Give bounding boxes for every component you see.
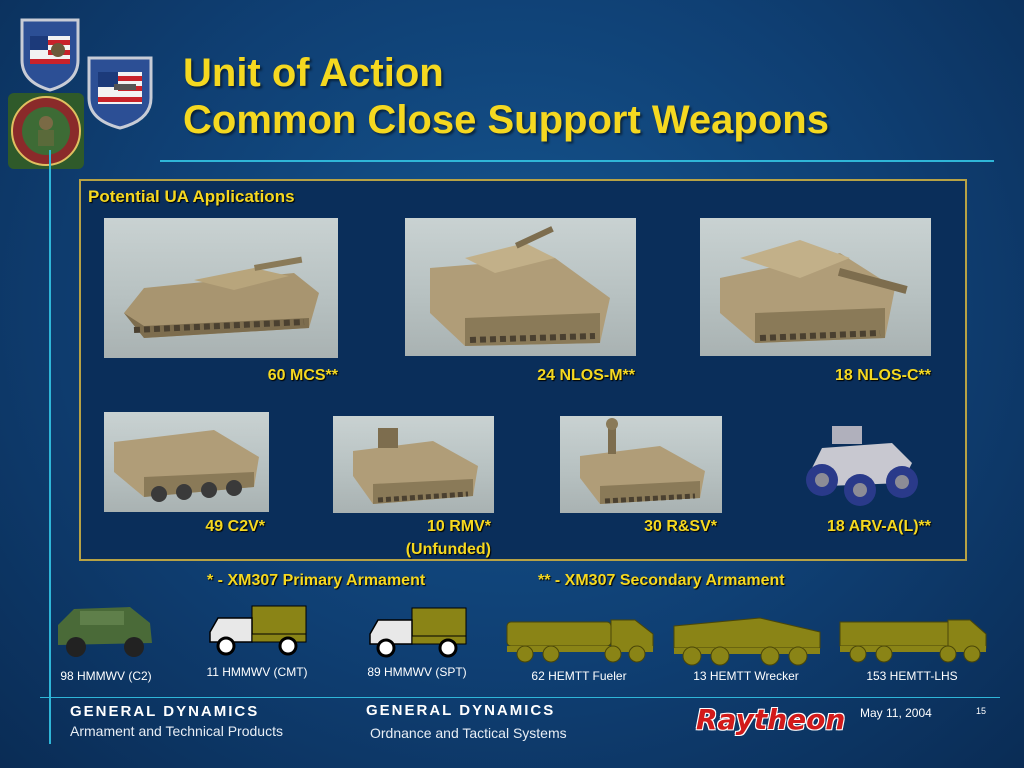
project-manager-soldier-weapons-icon <box>8 93 84 169</box>
vehicle-label-nlos-m: 24 NLOS-M** <box>537 367 635 384</box>
gd-logo-ots: GENERAL DYNAMICS <box>366 702 556 719</box>
vehicle-label-c2v: 49 C2V* <box>205 518 265 535</box>
truck-hmmwv-spt <box>368 606 468 658</box>
truck-hemtt-wrecker <box>670 614 822 666</box>
vehicle-label-arv: 18 ARV-A(L)** <box>826 518 931 535</box>
vehicle-photo-mcs <box>104 218 338 358</box>
truck-label-hmmwv-spt: 89 HMMWV (SPT) <box>367 665 467 679</box>
hmmwv-cargo-icon <box>369 607 467 658</box>
footer-divider <box>40 697 1000 698</box>
raytheon-logo: Raytheon <box>696 703 846 736</box>
truck-hemtt-lhs <box>836 614 988 664</box>
vehicle-photo-rmv <box>333 416 494 513</box>
gd-division-atp: Armament and Technical Products <box>70 723 283 739</box>
hmmwv-cargo-icon <box>209 605 307 656</box>
page-title: Unit of Action Common Close Support Weap… <box>183 50 829 144</box>
note-secondary-armament: ** - XM307 Secondary Armament <box>538 572 785 589</box>
hmmwv-icon <box>58 607 152 657</box>
hemtt-fueler-icon <box>506 619 654 663</box>
gd-division-ots: Ordnance and Tactical Systems <box>370 725 567 741</box>
truck-label-hemtt-fueler: 62 HEMTT Fueler <box>531 669 627 683</box>
vehicle-label-rmv: 10 RMV* <box>426 518 491 535</box>
wheeled-vehicle-icon <box>114 430 259 502</box>
product-manager-logo <box>86 54 154 130</box>
vehicle-photo-nlos-m <box>405 218 636 356</box>
panel-title: Potential UA Applications <box>88 187 295 206</box>
title-divider <box>160 160 994 162</box>
title-line-2: Common Close Support Weapons <box>183 98 829 142</box>
vehicle-label-rmv-note: (Unfunded) <box>405 541 491 558</box>
truck-hmmwv-cmt <box>208 604 308 656</box>
left-accent-line <box>49 150 51 744</box>
vehicle-photo-c2v <box>104 412 269 512</box>
footer-date: May 11, 2004 <box>860 706 932 720</box>
robotic-vehicle-icon <box>806 426 918 506</box>
vehicle-label-rsv: 30 R&SV* <box>644 518 717 535</box>
team-soldier-shield-icon <box>20 18 80 92</box>
team-soldier-logo <box>18 16 82 92</box>
truck-label-hemtt-wrecker: 13 HEMTT Wrecker <box>693 669 799 683</box>
truck-hmmwv-c2 <box>52 603 158 659</box>
vehicle-photo-nlos-c <box>700 218 931 356</box>
vehicle-label-nlos-c: 18 NLOS-C** <box>834 367 931 384</box>
product-manager-shield-icon <box>87 56 153 130</box>
hemtt-lhs-icon <box>839 619 987 663</box>
mortar-vehicle-icon <box>430 226 610 346</box>
truck-label-hemtt-lhs: 153 HEMTT-LHS <box>866 669 958 683</box>
project-manager-soldier-weapons-logo <box>8 93 84 169</box>
rmv-vehicle-icon <box>353 428 478 504</box>
cannon-vehicle-icon <box>720 240 908 343</box>
hemtt-wrecker-icon <box>673 617 821 666</box>
gd-logo-atp: GENERAL DYNAMICS <box>70 703 260 720</box>
vehicle-photo-rsv <box>560 416 722 513</box>
note-primary-armament: * - XM307 Primary Armament <box>207 572 426 589</box>
title-line-1: Unit of Action <box>183 51 444 95</box>
truck-label-hmmwv-cmt: 11 HMMWV (CMT) <box>206 665 308 679</box>
vehicle-photo-arv <box>792 408 932 512</box>
truck-hemtt-fueler <box>503 614 655 664</box>
vehicle-label-mcs: 60 MCS** <box>267 367 338 384</box>
page-number: 15 <box>976 706 987 716</box>
recon-vehicle-icon <box>580 418 705 504</box>
truck-label-hmmwv-c2: 98 HMMWV (C2) <box>60 669 152 683</box>
tank-icon <box>124 256 319 338</box>
